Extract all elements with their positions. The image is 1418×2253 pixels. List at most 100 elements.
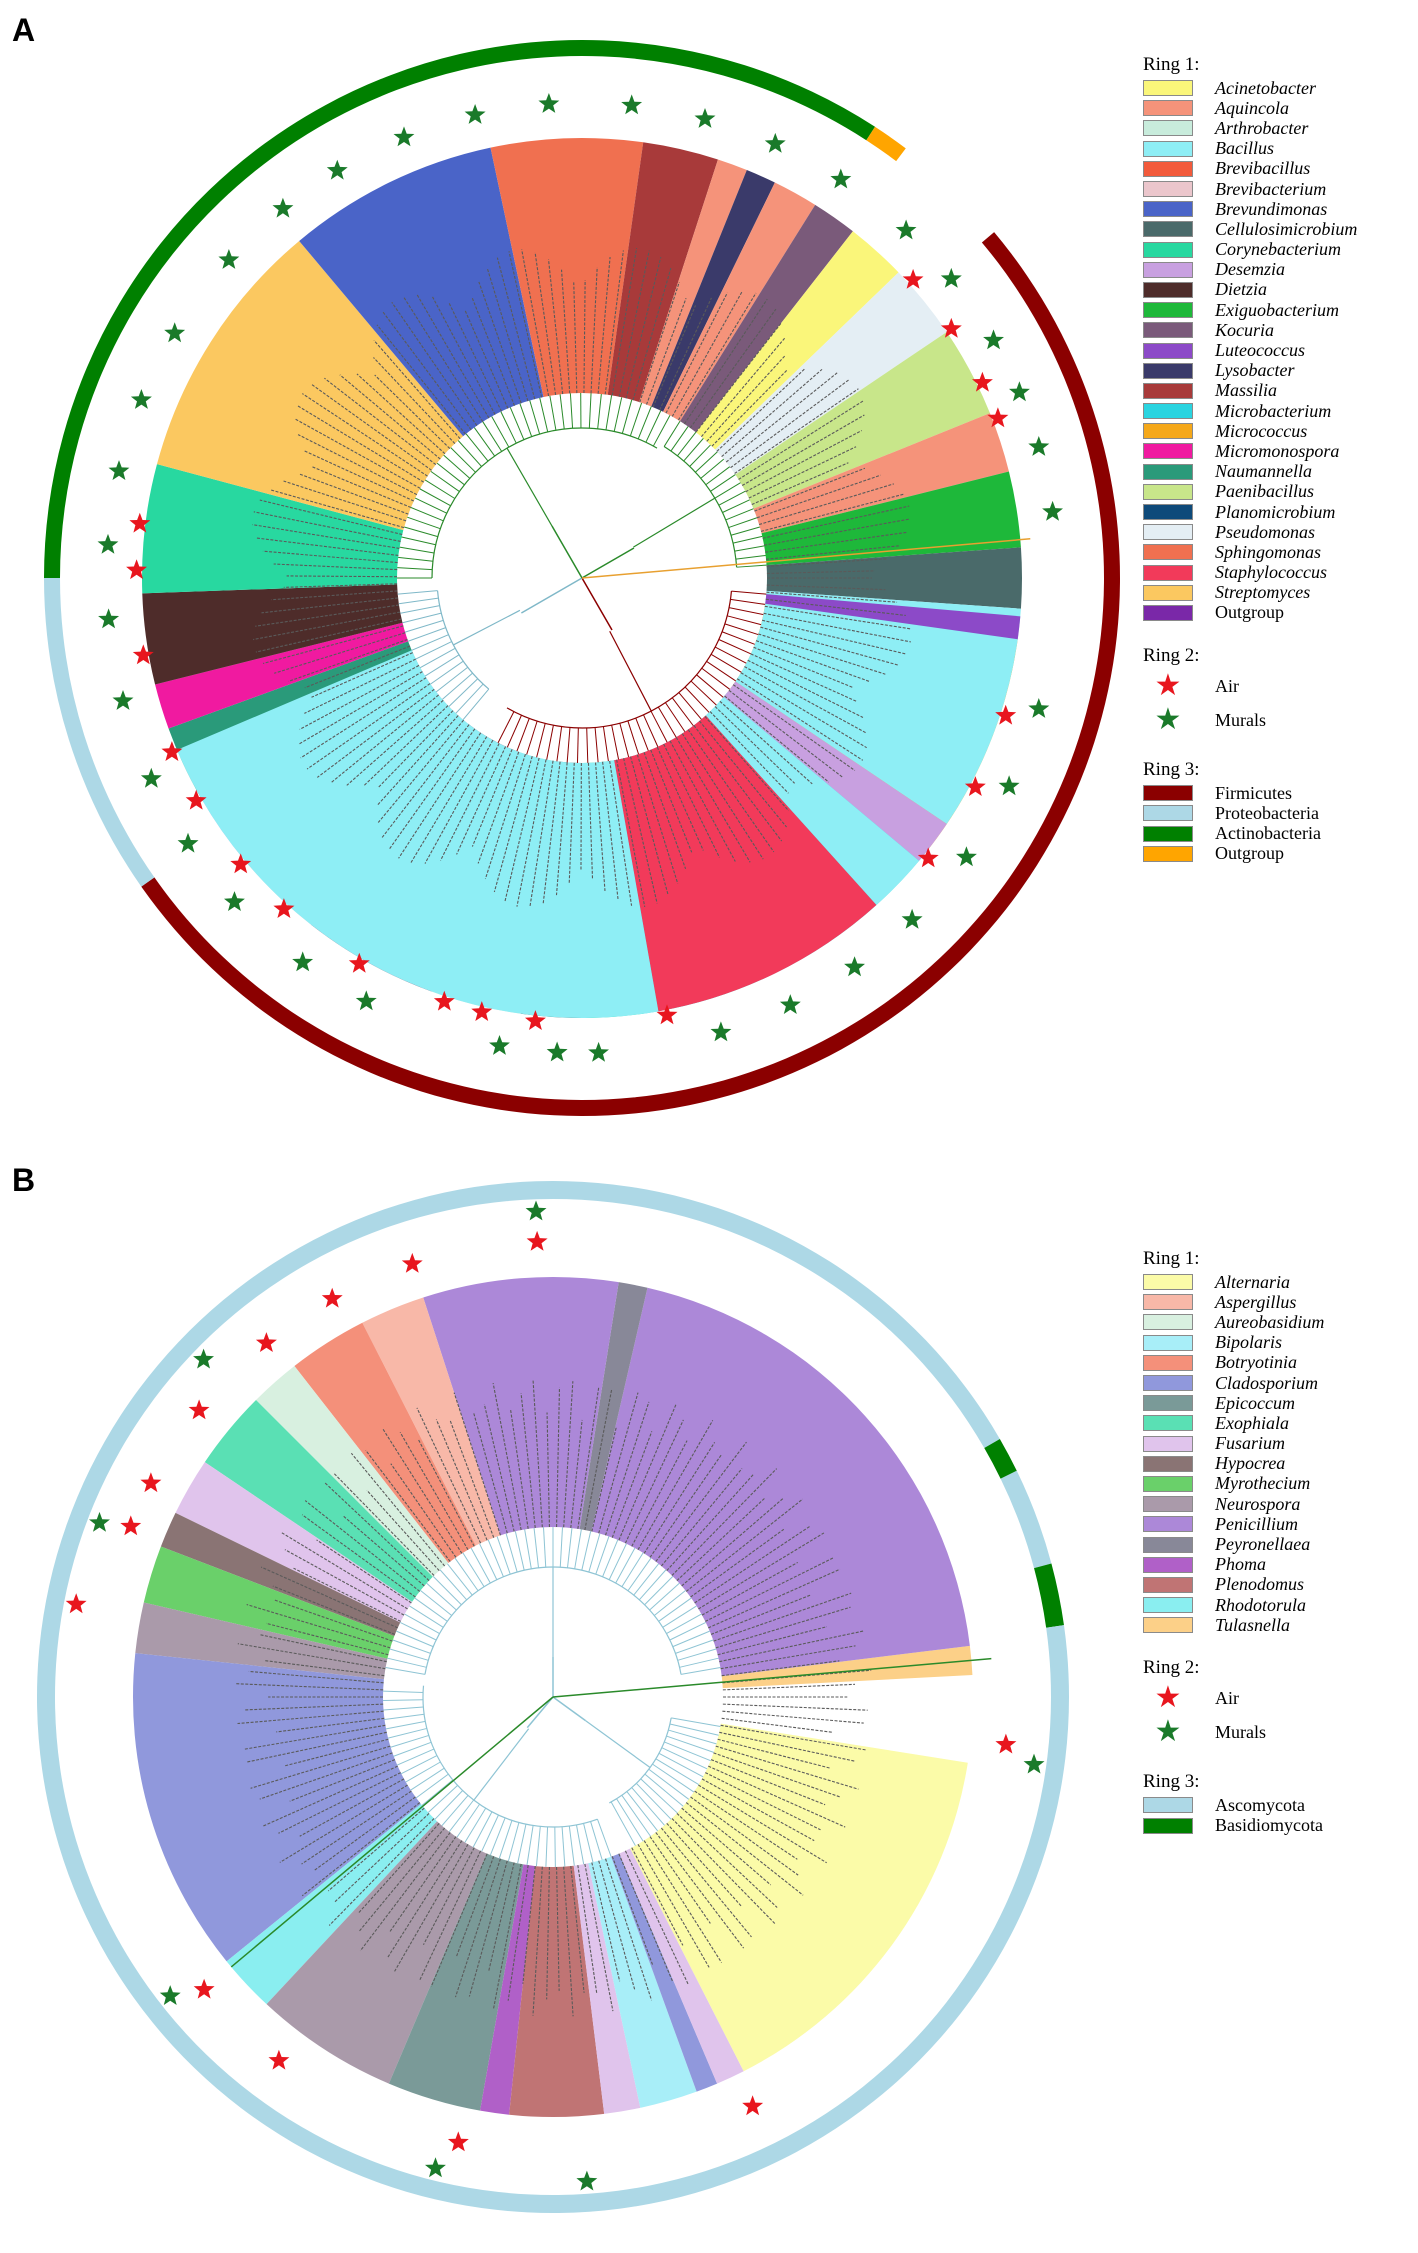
- tip-label: [269, 489, 405, 529]
- legend-swatch: [1143, 1817, 1193, 1834]
- legend-item: ★Air: [1143, 1681, 1413, 1715]
- star-icon-murals: [224, 891, 245, 911]
- legend-swatch: [1143, 845, 1193, 862]
- tip-label: [715, 1606, 851, 1649]
- tip-label: [339, 374, 441, 460]
- sector-micromonospora: [155, 622, 409, 729]
- tip-label: [390, 1463, 457, 1558]
- legend-swatch: [1143, 80, 1193, 97]
- tip-label: [258, 1633, 387, 1663]
- tip-label: [316, 1539, 412, 1604]
- legend-item: Bipolaris: [1143, 1332, 1413, 1353]
- star-icon-murals: [956, 846, 977, 867]
- sector-streptomyces: [156, 240, 464, 531]
- legend-label: Arthrobacter: [1215, 117, 1309, 138]
- tip-label: [738, 400, 864, 480]
- tip-label: [243, 1703, 384, 1711]
- tip-label: [694, 1525, 811, 1604]
- tip-label: [492, 1382, 522, 1531]
- legend-item: Sphingomonas: [1143, 542, 1413, 562]
- tip-label: [609, 760, 633, 906]
- star-icon-air: [995, 704, 1017, 725]
- tip-label: [677, 292, 757, 421]
- tip-label: [386, 1840, 463, 1959]
- legend-label: Exiguobacterium: [1215, 299, 1339, 320]
- tip-label: [381, 1427, 463, 1554]
- tip-label: [304, 658, 416, 714]
- tip-label: [262, 1765, 398, 1827]
- tip-label: [301, 1790, 412, 1865]
- star-icon-murals: [1028, 698, 1050, 718]
- legend-item: Proteobacteria: [1143, 803, 1413, 823]
- legend-label: Bipolaris: [1215, 1332, 1283, 1353]
- legend-ring2-title: Ring 2:: [1143, 1657, 1200, 1679]
- tip-label: [573, 282, 578, 394]
- tip-label: [763, 612, 911, 643]
- legend-label: Pseudomonas: [1215, 521, 1315, 542]
- tip-label: [624, 1850, 689, 1985]
- legend-label: Basidiomycota: [1215, 1815, 1323, 1836]
- tip-label: [398, 732, 482, 859]
- sector-aquincola: [639, 159, 747, 407]
- star-icon-air: [161, 741, 183, 761]
- sector-massilia: [607, 142, 718, 403]
- legend-swatch: [1143, 1797, 1193, 1814]
- legend-item: Peyronellaea: [1143, 1534, 1413, 1554]
- tip-label: [720, 1645, 856, 1670]
- sector-fusarium: [573, 1863, 641, 2114]
- star-icon-air: [65, 1593, 87, 1614]
- star-icon-murals: [1009, 381, 1030, 402]
- tip-label: [595, 762, 606, 891]
- tip-label: [496, 257, 536, 400]
- tip-label: [245, 1731, 387, 1763]
- tip-label: [430, 1853, 488, 1987]
- tip-label: [293, 1567, 401, 1622]
- tip-label: [765, 531, 907, 553]
- star-icon-air: [185, 789, 207, 810]
- star-icon-air: [433, 990, 455, 1011]
- legend-label: Botryotinia: [1215, 1352, 1297, 1373]
- tip-label: [272, 1585, 396, 1635]
- tip-label: [689, 308, 777, 429]
- legend-item: Fusarium: [1143, 1433, 1413, 1454]
- star-icon-murals: [464, 104, 486, 124]
- tip-label: [391, 301, 478, 427]
- tip-label: [631, 1847, 684, 1946]
- star-icon-air: [972, 371, 993, 392]
- tip-label: [700, 337, 786, 438]
- legend-item: Paenibacillus: [1143, 481, 1413, 502]
- tip-label: [453, 1392, 501, 1536]
- legend-swatch: [1143, 825, 1193, 842]
- tip-label: [636, 754, 679, 884]
- legend-swatch: [1143, 302, 1193, 319]
- tip-label: [301, 1802, 421, 1897]
- legend-label: Firmicutes: [1215, 782, 1292, 803]
- tip-label: [656, 746, 704, 851]
- legend-label: Luteococcus: [1215, 340, 1305, 361]
- legend-ring2-title: Ring 2:: [1143, 645, 1200, 667]
- star-icon: ★: [1154, 668, 1182, 704]
- tip-label: [477, 751, 520, 864]
- legend-swatch: [1143, 805, 1193, 822]
- sector-penicillium: [423, 1277, 619, 1536]
- star-icon-murals: [779, 994, 801, 1014]
- tip-label: [755, 640, 871, 683]
- legend-item: Tulasnella: [1143, 1615, 1413, 1635]
- tip-label: [643, 1840, 723, 1963]
- star-icon: ★: [1154, 702, 1182, 738]
- legend-swatch: [1143, 1455, 1193, 1472]
- sector-exophiala: [204, 1400, 433, 1602]
- legend-label: Dietzia: [1215, 279, 1267, 300]
- tip-label: [725, 372, 838, 463]
- star-icon-air: [401, 1252, 423, 1273]
- star-icon-murals: [140, 767, 162, 788]
- tip-label: [376, 324, 467, 435]
- star-icon-murals: [940, 267, 962, 288]
- star-icon-murals: [292, 951, 314, 972]
- tip-label: [389, 1836, 457, 1932]
- tip-label: [456, 746, 507, 855]
- tip-label: [521, 249, 550, 397]
- star-icon-murals: [525, 1200, 547, 1221]
- tip-label: [611, 1431, 653, 1538]
